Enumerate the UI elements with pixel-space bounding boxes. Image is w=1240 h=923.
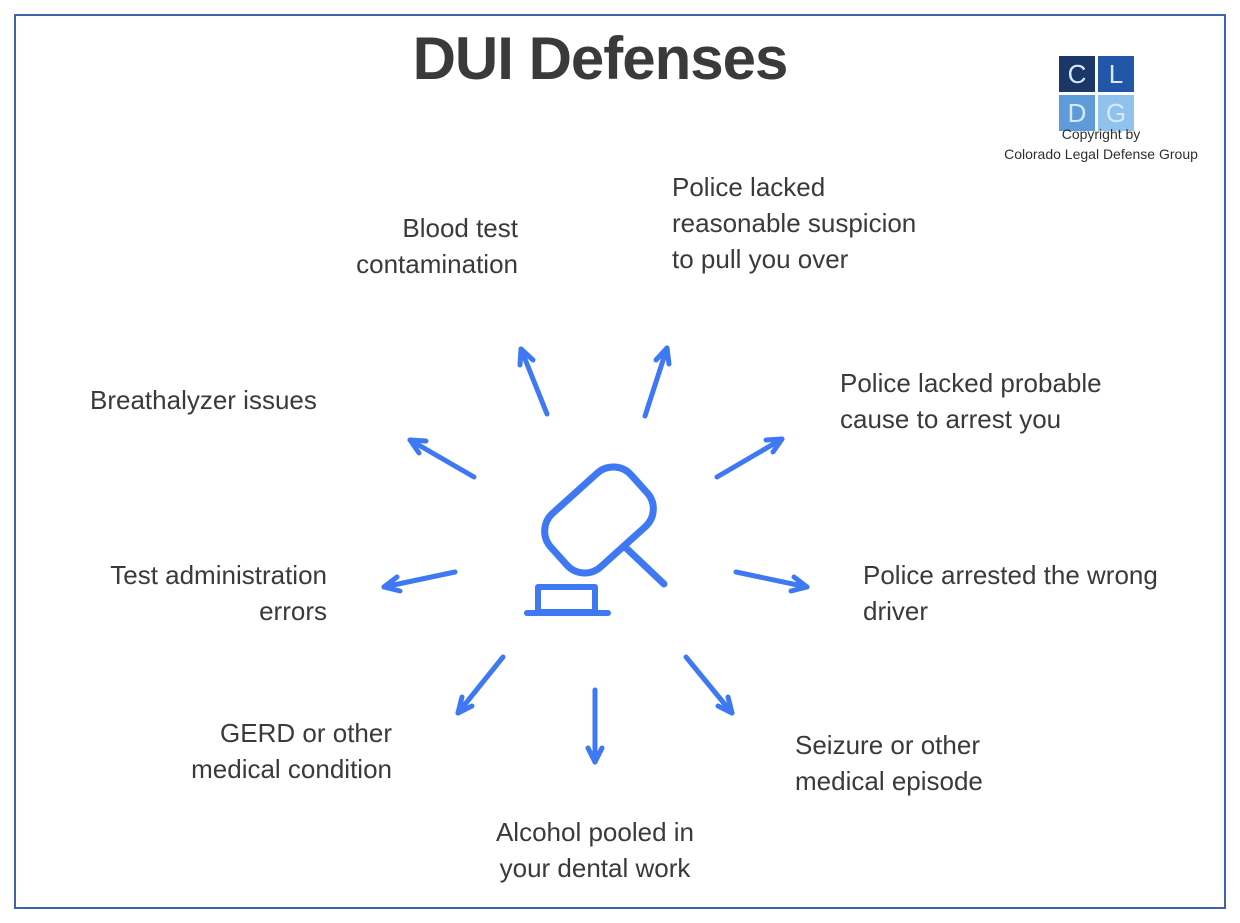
arrow-to-breathalyzer [407,437,477,480]
defense-label-wrong-driver: Police arrested the wrong driver [863,560,1158,626]
logo-square-l: L [1098,56,1134,92]
logo-square-c: C [1059,56,1095,92]
gavel-handle [620,542,668,588]
arrow-to-reasonable-suspicion [642,345,672,419]
arrow-to-gerd [455,654,506,716]
defense-label-seizure-medical-episode: Seizure or other medical episode [795,730,983,796]
arrow-to-probable-cause [714,436,785,480]
defense-label-breathalyzer-issues: Breathalyzer issues [90,385,317,415]
arrow-to-seizure [683,654,735,716]
defense-label-alcohol-dental-work: Alcohol pooled in your dental work [495,817,695,883]
defense-label-blood-test-contamination: Blood test contamination [356,213,518,279]
gavel-icon [524,463,668,616]
logo-square-g: G [1098,95,1134,131]
logo-caption-line2: Colorado Legal Defense Group [1004,146,1198,162]
logo-caption-line1: Copyright by [1061,126,1141,142]
defense-label-test-administration-errors: Test administration errors [110,560,327,626]
arrow-to-wrong-driver [733,569,810,594]
page-title: DUI Defenses [412,25,789,92]
arrow-to-blood-test [517,346,550,417]
arrow-to-test-administration [381,569,458,594]
gavel-sound-block [535,584,598,615]
gavel-head [541,463,657,577]
cldg-logo: C L D G [1059,56,1134,131]
defense-label-gerd-medical-condition: GERD or other medical condition [191,718,392,784]
defense-label-no-reasonable-suspicion: Police lacked reasonable suspicion to pu… [672,172,917,274]
logo-square-d: D [1059,95,1095,131]
logo-caption: Copyright by Colorado Legal Defense Grou… [1000,124,1202,164]
arrow-to-alcohol-dental [585,687,605,765]
defense-label-no-probable-cause: Police lacked probable cause to arrest y… [840,368,1102,434]
